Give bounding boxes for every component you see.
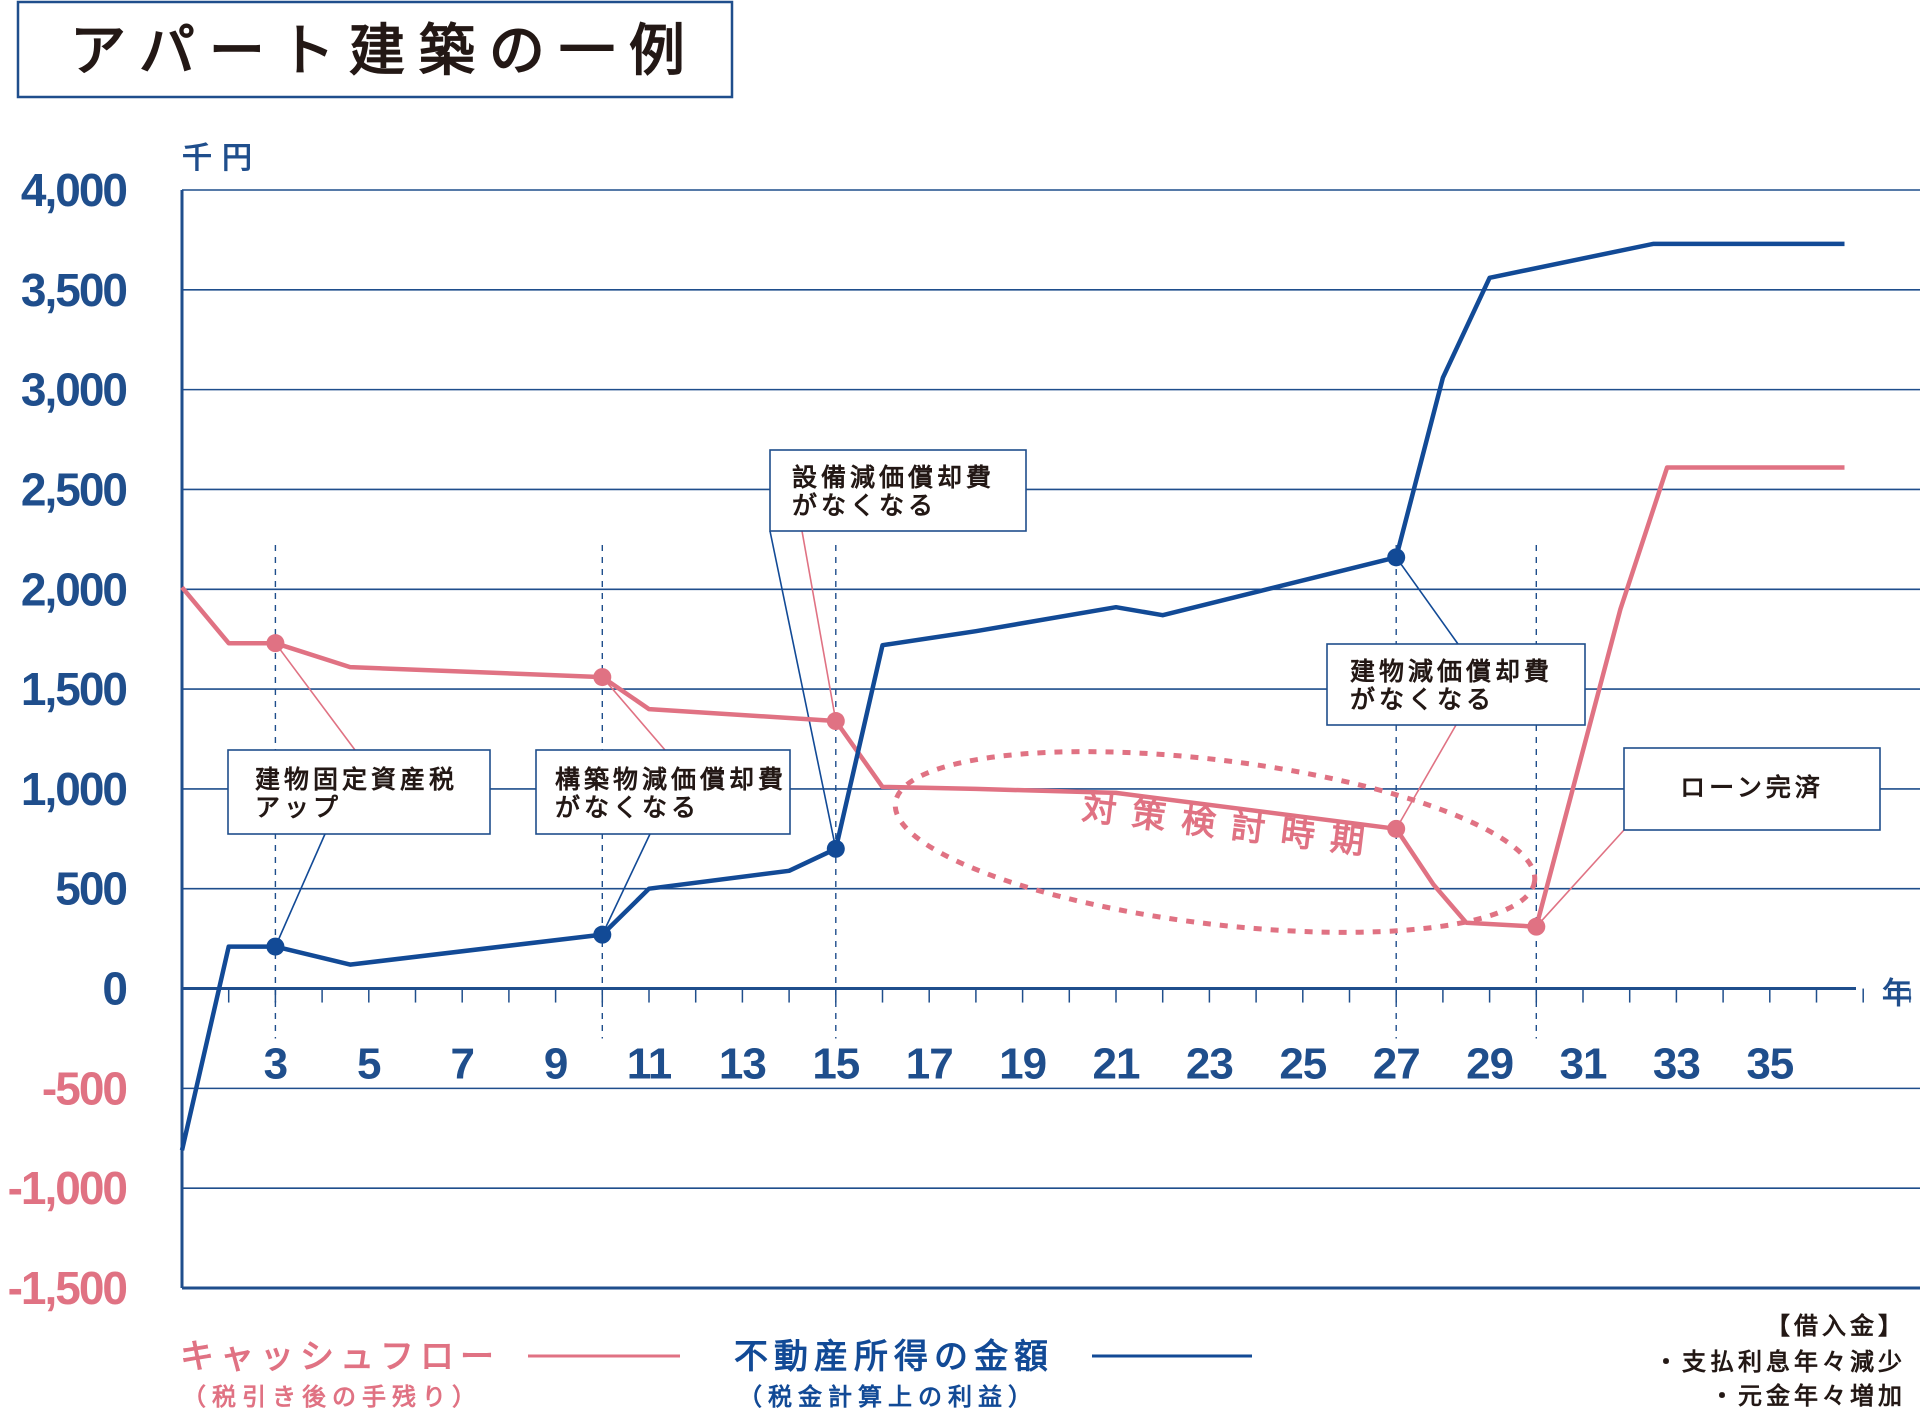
y-tick-label: 1,500 [21,663,127,715]
period-ellipse [892,749,1538,935]
leader-pink [274,642,356,751]
x-tick-label: 3 [264,1040,287,1089]
x-tick-label: 19 [999,1040,1046,1089]
leader-blue [601,833,651,935]
annotation-box [535,749,791,835]
leader-blue [1395,556,1459,645]
series-group [179,241,1845,1151]
leader-blue [769,530,837,849]
legend-cashflow-label: キャッシュフロー [180,1337,500,1377]
x-tick-label: 11 [627,1040,672,1089]
note-item-principal: ・元金年々増加 [1710,1382,1906,1409]
annotation-box [227,749,491,835]
y-tick-labels: 4,000 3,500 3,000 2,500 2,000 1,500 1,000 500 0 -… [8,164,129,1314]
cashflow-marker [266,634,285,653]
x-tick-label: 23 [1186,1040,1233,1089]
x-tick-label: 27 [1373,1040,1420,1089]
income-marker [266,937,285,956]
cashflow-marker [1387,819,1406,838]
x-axis-unit: 年 [1882,977,1920,1012]
cashflow-marker [593,668,612,687]
income-marker [593,925,612,944]
annotation-box [1623,747,1881,831]
x-tick-label: 15 [812,1040,859,1089]
y-tick-label: 4,000 [21,164,127,216]
y-axis-unit: 千円 [182,141,262,176]
y-tick-label: -500 [42,1062,126,1114]
legend: キャッシュフロー （税引き後の手残り） 不動産所得の金額 （税金計算上の利益） [180,1337,1252,1409]
period-label: 対策検討時期 [1080,788,1383,864]
income-marker [1387,548,1406,567]
cashflow-marker [1527,917,1546,936]
annotation-leaders [274,530,1625,947]
leader-pink [1395,724,1457,830]
leader-blue [274,833,326,947]
leader-pink [801,530,837,722]
y-tick-label: 2,000 [21,563,127,615]
x-tick-label: 31 [1560,1040,1607,1089]
chart-title: アパート建築の一例 [70,19,699,84]
note-item-interest: ・支払利息年々減少 [1654,1348,1906,1376]
legend-income-label: 不動産所得の金額 [734,1337,1054,1377]
x-tick-label: 5 [357,1040,381,1089]
y-tick-label: 2,500 [21,463,127,515]
x-tick-label: 21 [1093,1040,1140,1089]
borrowing-note: 【借入金】 ・支払利息年々減少 ・元金年々増加 [1654,1312,1906,1409]
dashed-guides [274,545,1538,1039]
x-tick-label: 13 [719,1040,766,1089]
y-tick-label: 1,000 [21,763,127,815]
annotation-text: 建物減価償却費 [1350,657,1553,686]
annotation-text: がなくなる [792,491,937,520]
y-tick-label: 500 [55,863,126,915]
x-tick-label: 35 [1746,1040,1793,1089]
leader-pink [601,676,666,751]
annotation-text: ローン完済 [1680,773,1824,802]
income-marker [826,839,845,858]
x-tick-label: 29 [1466,1040,1513,1089]
annotation-boxes: 建物固定資産税アップ構築物減価償却費がなくなる設備減価償却費がなくなる建物減価償… [227,449,1881,835]
annotation-text: アップ [255,793,342,822]
note-heading: 【借入金】 [1766,1312,1906,1340]
y-tick-label: -1,500 [8,1262,127,1314]
annotation-box [769,449,1027,532]
y-tick-label: 3,000 [21,364,127,416]
y-tick-label: 3,500 [21,264,127,316]
annotation-box [1326,643,1586,726]
x-tick-label: 7 [450,1040,473,1089]
annotation-text: がなくなる [1350,685,1495,714]
annotation-text: 建物固定資産税 [255,765,458,794]
x-axis: 年 [180,190,1920,1290]
income-line [179,241,1845,1151]
x-tick-label: 33 [1653,1040,1700,1089]
annotation-text: 設備減価償却費 [792,463,995,492]
cashflow-marker [826,712,845,731]
title-box [16,0,734,99]
x-tick-label: 25 [1279,1040,1326,1089]
x-tick-label: 9 [544,1040,567,1089]
annotation-text: がなくなる [555,793,700,822]
cashflow-line [180,465,1845,929]
y-tick-label: -1,000 [8,1162,127,1214]
annotation-text: 構築物減価償却費 [555,765,787,794]
legend-income-sub: （税金計算上の利益） [738,1383,1038,1409]
legend-cashflow-sub: （税引き後の手残り） [182,1383,482,1409]
grid-lines [182,189,1920,1189]
leader-pink [1535,829,1625,928]
x-tick-label: 17 [906,1040,953,1089]
y-tick-label: 0 [102,963,126,1015]
